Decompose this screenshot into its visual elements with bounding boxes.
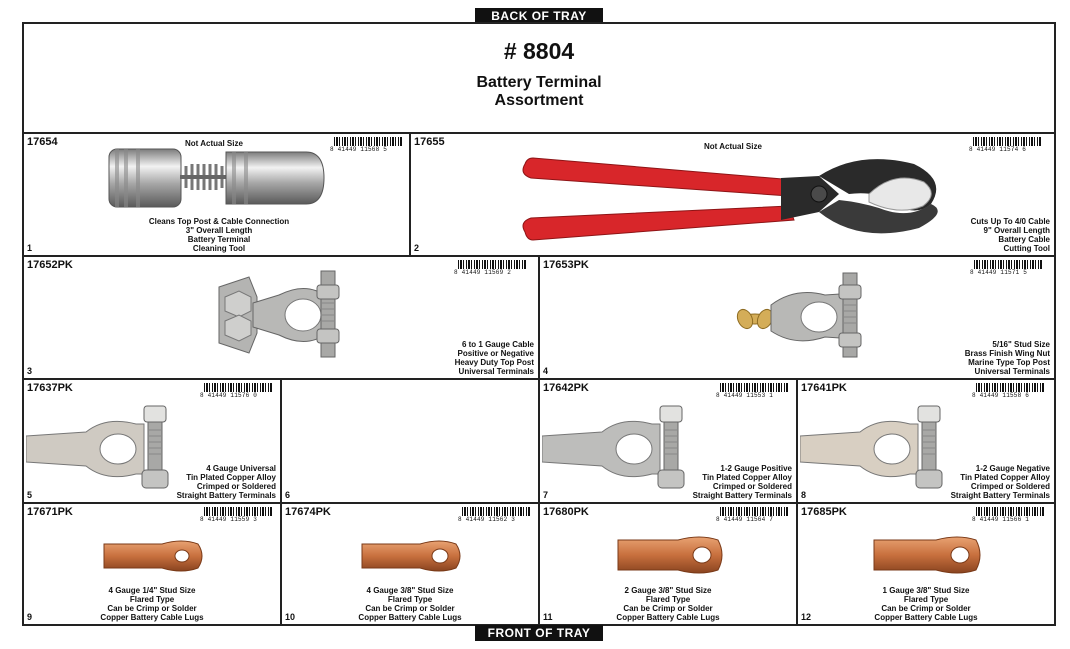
- universal-straight-terminal-image: [26, 405, 169, 489]
- assortment-title-line2: Assortment: [494, 92, 584, 109]
- compartment-index: 2: [414, 243, 420, 253]
- negative-straight-terminal-image: [800, 405, 943, 489]
- compartment-10: 17674PK 8 41449 11562 3 4 Gauge 3/8" Stu…: [282, 504, 540, 624]
- barcode: 8 41449 11571 5: [970, 260, 1048, 276]
- compartment-index: 6: [285, 490, 291, 500]
- terminal-cleaning-tool-image: [108, 148, 325, 208]
- compartment-index: 7: [543, 490, 549, 500]
- cable-cutter-image: [522, 157, 938, 241]
- compartment-12: 17685PK 8 41449 11566 1 1 Gauge 3/8" Stu…: [798, 504, 1054, 624]
- part-number: 17641PK: [801, 382, 847, 394]
- front-of-tray-label: FRONT OF TRAY: [475, 625, 603, 641]
- compartment-7: 17642PK 8 41449 11553 1 1-2 Gauge Positi…: [540, 380, 798, 504]
- barcode: 8 41449 11564 7: [716, 507, 794, 523]
- compartment-1: 17654 Not Actual Size 8 41449 11568 5: [24, 134, 411, 257]
- barcode: 8 41449 11576 0: [200, 383, 278, 399]
- barcode: 8 41449 11559 3: [200, 507, 278, 523]
- compartment-9: 17671PK 8 41449 11559 3 4 Gauge 1/4" Stu…: [24, 504, 282, 624]
- marine-top-post-terminal-image: [736, 272, 862, 358]
- compartment-8: 17641PK 8 41449 11558 6 1-2 Gauge Negati…: [798, 380, 1054, 504]
- copper-lug-image: [103, 540, 203, 572]
- copper-lug-image: [361, 540, 461, 572]
- compartment-index: 11: [543, 612, 553, 622]
- compartment-index: 4: [543, 366, 549, 376]
- part-number: 17654: [27, 136, 58, 148]
- barcode: 8 41449 11562 3: [458, 507, 536, 523]
- compartment-index: 3: [27, 366, 33, 376]
- part-number: 17642PK: [543, 382, 589, 394]
- barcode: 8 41449 11558 6: [972, 383, 1050, 399]
- barcode: 8 41449 11574 6: [969, 137, 1047, 153]
- compartment-index: 10: [285, 612, 296, 622]
- barcode: 8 41449 11553 1: [716, 383, 794, 399]
- compartment-index: 9: [27, 612, 33, 622]
- compartment-5: 17637PK 8 41449 11576 0 4 Gauge Universa…: [24, 380, 282, 504]
- part-number: 17655: [414, 136, 445, 148]
- positive-straight-terminal-image: [542, 405, 685, 489]
- compartment-index: 5: [27, 490, 33, 500]
- part-number: 17680PK: [543, 506, 589, 518]
- assortment-title-line1: Battery Terminal: [476, 74, 602, 91]
- not-actual-size-note: Not Actual Size: [704, 142, 762, 151]
- assortment-title: Battery Terminal Assortment: [24, 74, 1054, 110]
- copper-lug-image: [617, 536, 723, 574]
- tray: # 8804 Battery Terminal Assortment 17654…: [22, 22, 1056, 626]
- compartment-2: 17655 Not Actual Size 8 41449 11574 6 Cu…: [411, 134, 1054, 257]
- barcode: 8 41449 11566 1: [972, 507, 1050, 523]
- assortment-number: # 8804: [503, 38, 575, 64]
- compartment-index: 8: [801, 490, 807, 500]
- compartment-index: 1: [27, 243, 33, 253]
- compartment-index: 12: [801, 612, 812, 622]
- barcode: 8 41449 11569 2: [454, 260, 532, 276]
- part-number: 17653PK: [543, 259, 589, 271]
- compartment-6: 6: [282, 380, 540, 504]
- not-actual-size-note: Not Actual Size: [185, 139, 243, 148]
- copper-lug-image: [873, 536, 981, 574]
- heavy-duty-top-post-terminal-image: [218, 270, 340, 358]
- back-of-tray-label: BACK OF TRAY: [475, 8, 603, 24]
- part-number: 17652PK: [27, 259, 73, 271]
- part-number: 17637PK: [27, 382, 73, 394]
- tray-header: # 8804 Battery Terminal Assortment: [24, 24, 1054, 134]
- part-number: 17685PK: [801, 506, 847, 518]
- compartment-3: 17652PK 8 41449 11569 2 6 to 1 Gauge Cab…: [24, 257, 540, 380]
- barcode: 8 41449 11568 5: [330, 137, 408, 153]
- compartment-11: 17680PK 8 41449 11564 7 2 Gauge 3/8" Stu…: [540, 504, 798, 624]
- part-number: 17674PK: [285, 506, 331, 518]
- part-number: 17671PK: [27, 506, 73, 518]
